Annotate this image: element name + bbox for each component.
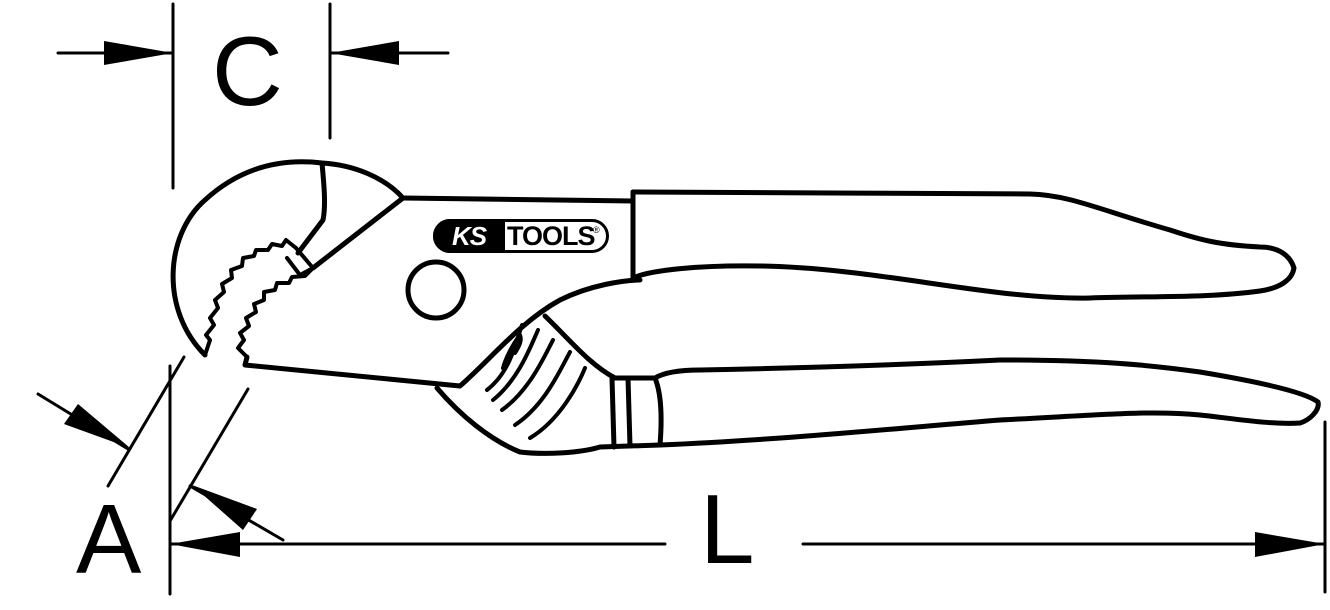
lower-handle-grip: [652, 357, 1321, 448]
lower-collar-line-1: [609, 375, 617, 450]
upper-jaw-inner-line: [295, 160, 328, 256]
dimension-c-arrow-left: [104, 41, 173, 65]
pivot-rivet: [405, 259, 467, 321]
lower-arm-outline: [434, 385, 663, 456]
dimension-a-lines: [36, 355, 285, 596]
upper-jaw-outline: [170, 159, 406, 358]
upper-handle-grip: [630, 189, 1297, 301]
jaw-slot: [285, 246, 315, 277]
registered-mark: ®: [593, 225, 600, 235]
dimension-label-l: L: [700, 474, 755, 584]
spring-coil: [485, 323, 587, 440]
dimension-l-arrow-right: [1255, 532, 1325, 557]
upper-body-outline: [400, 195, 636, 204]
lower-collar-line-2: [625, 375, 633, 449]
brand-logo-tools: TOOLS: [507, 221, 596, 251]
dimension-label-a: A: [76, 484, 142, 594]
dimension-a-arrow-lower: [192, 485, 257, 530]
body-lower-edge: [242, 277, 643, 389]
lower-jaw-teeth: [236, 266, 315, 359]
dimension-a-arrow-upper: [64, 404, 130, 448]
brand-logo-ks: KS: [433, 219, 505, 253]
dimension-c-arrow-right: [330, 41, 399, 65]
upper-jaw-teeth: [203, 238, 298, 357]
brand-logo: KS TOOLS ®: [433, 219, 613, 255]
dimension-l-arrow-left: [170, 532, 240, 557]
dimension-l-lines: [168, 420, 1327, 594]
dimension-label-c: C: [212, 16, 283, 126]
